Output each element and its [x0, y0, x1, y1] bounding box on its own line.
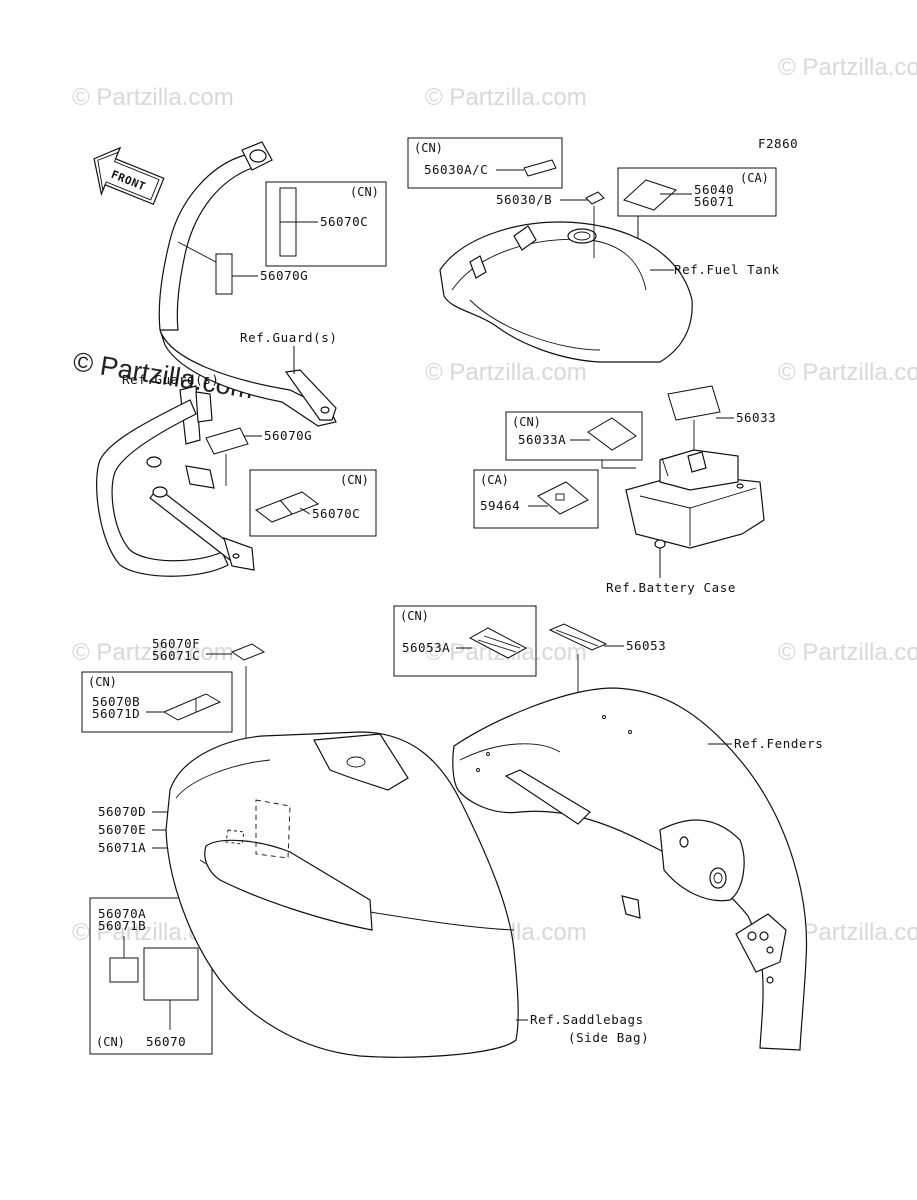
part-56070C: 56070C [320, 214, 368, 229]
label-56070-shape [143, 947, 199, 1001]
ca-box [473, 469, 599, 529]
part-56070G-lower: 56070G [264, 428, 312, 443]
region-tag: (CN) [414, 141, 443, 155]
part-56071C: 56071C [152, 648, 200, 663]
ref-fuel-tank: Ref.Fuel Tank [674, 262, 780, 277]
ref-fenders: Ref.Fenders [734, 736, 823, 751]
front-arrow: FRONT [93, 146, 165, 206]
part-56071: 56071 [694, 194, 734, 209]
ref-guard-upper: Ref.Guard(s) [240, 330, 338, 345]
cn-box [265, 181, 387, 267]
region-tag: (CA) [740, 171, 769, 185]
region-tag: (CN) [88, 675, 117, 689]
part-59464: 59464 [480, 498, 520, 513]
fender-labels: (CN) 56053A 56053 [393, 605, 666, 716]
part-56070A: 56070A [98, 906, 146, 921]
watermark: © Partzilla.com [72, 639, 234, 666]
region-tag: (CA) [480, 473, 509, 487]
ca-box [617, 167, 777, 217]
cn-box [393, 605, 537, 677]
watermark: © Partzilla.com [778, 639, 917, 666]
region-tag: (CN) [96, 1035, 125, 1049]
part-56040: 56040 [694, 182, 734, 197]
cn-box [505, 411, 643, 461]
part-56070G: 56070G [260, 268, 308, 283]
label-56030B-shape [585, 191, 605, 205]
fuel-tank-illustration [439, 206, 693, 363]
lower-guard-labels: 56070G (CN) 56070C [205, 427, 377, 537]
part-56070E: 56070E [98, 822, 146, 837]
ref-battery-case: Ref.Battery Case [606, 580, 736, 595]
part-56070F: 56070F [152, 636, 200, 651]
ref-saddlebags: Ref.Saddlebags [530, 1012, 644, 1027]
part-56033A: 56033A [518, 432, 566, 447]
part-56053: 56053 [626, 638, 666, 653]
label-56070G-lower-shape [205, 427, 249, 455]
part-56071A: 56071A [98, 840, 146, 855]
region-tag: (CN) [512, 415, 541, 429]
label-56070A-shape [109, 957, 139, 983]
label-56070F-shape [230, 643, 266, 661]
watermark: © Partzilla.com [778, 54, 917, 81]
label-59464-shape [537, 481, 589, 515]
label-56033-shape [667, 385, 721, 421]
upper-guard-labels: (CN) 56070C 56070G [177, 181, 387, 295]
region-tag: (CN) [350, 185, 379, 199]
label-56040-shape [623, 179, 677, 211]
part-56070C-lower: 56070C [312, 506, 360, 521]
part-56070: 56070 [146, 1034, 186, 1049]
part-56053A: 56053A [402, 640, 450, 655]
fuel-tank-labels: (CN) 56030A/C 56030/B (CA) 56040 56071 [407, 137, 777, 262]
part-56071D: 56071D [92, 706, 140, 721]
part-56030AC: 56030A/C [424, 162, 488, 177]
figure-code: F2860 [758, 136, 798, 151]
ref-guard-lower: Ref.Guard(s) [122, 372, 220, 387]
cn-box [407, 137, 563, 189]
part-56070B: 56070B [92, 694, 140, 709]
watermark: © Partzilla.com [72, 84, 234, 111]
region-tag: (CN) [340, 473, 369, 487]
saddlebag-labels: 56070F 56071C (CN) 56070B 56071D 56070D … [81, 636, 266, 1055]
ref-saddlebags-sub: (Side Bag) [568, 1030, 649, 1045]
battery-case-illustration [625, 449, 765, 578]
watermark: © Partzilla.com [425, 359, 587, 386]
label-56070C-lower-shape [254, 491, 320, 523]
saddlebag-illustration [165, 731, 528, 1058]
cn-box [81, 671, 233, 733]
cn-box [249, 469, 377, 537]
watermark: © Partzilla.com [778, 359, 917, 386]
label-56030AC-shape [523, 159, 557, 177]
upper-guard-illustration [158, 141, 337, 427]
part-56030B: 56030/B [496, 192, 552, 207]
fender-illustration [452, 687, 808, 1051]
lower-guard-illustration [96, 385, 255, 577]
label-56070B-shape [162, 693, 222, 721]
part-56033: 56033 [736, 410, 776, 425]
watermark: © Partzilla.com [425, 84, 587, 111]
cn-box [89, 897, 213, 1055]
battery-case-labels: 56033 (CN) 56033A (CA) 59464 [473, 385, 776, 529]
part-56071B: 56071B [98, 918, 146, 933]
label-56033A-shape [587, 417, 637, 451]
label-56070G-shape [215, 253, 233, 295]
part-56070D: 56070D [98, 804, 146, 819]
region-tag: (CN) [400, 609, 429, 623]
